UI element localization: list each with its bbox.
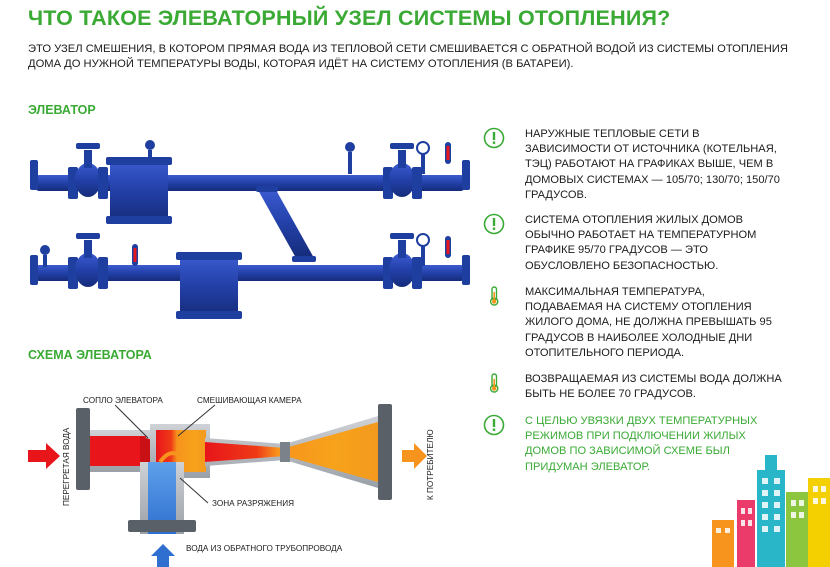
page-title: ЧТО ТАКОЕ ЭЛЕВАТОРНЫЙ УЗЕЛ СИСТЕМЫ ОТОПЛ… xyxy=(28,6,671,30)
note-text: ВОЗВРАЩАЕМАЯ ИЗ СИСТЕМЫ ВОДА ДОЛЖНА БЫТЬ… xyxy=(525,373,782,401)
note-text: МАКСИМАЛЬНАЯ ТЕМПЕРАТУРА, ПОДАВАЕМАЯ НА … xyxy=(525,286,772,359)
note-text: НАРУЖНЫЕ ТЕПЛОВЫЕ СЕТИ В ЗАВИСИМОСТИ ОТ … xyxy=(525,128,780,201)
exclamation-icon xyxy=(483,414,505,436)
vacuum-zone-label: ЗОНА РАЗРЯЖЕНИЯ xyxy=(212,499,295,508)
section-title-scheme: СХЕМА ЭЛЕВАТОРА xyxy=(28,348,152,362)
return-water-label: ВОДА ИЗ ОБРАТНОГО ТРУБОПРОВОДА xyxy=(186,544,343,553)
elevator-scheme-diagram xyxy=(28,404,427,567)
to-consumer-label: К ПОТРЕБИТЕЛЮ xyxy=(426,429,435,500)
elevator-pipeline-illustration xyxy=(30,140,470,319)
note-text: С ЦЕЛЬЮ УВЯЗКИ ДВУХ ТЕМПЕРАТУРНЫХ РЕЖИМО… xyxy=(525,415,758,473)
thermometer-icon xyxy=(489,373,499,393)
intro-text: ЭТО УЗЕЛ СМЕШЕНИЯ, В КОТОРОМ ПРЯМАЯ ВОДА… xyxy=(28,43,788,70)
note-text: СИСТЕМА ОТОПЛЕНИЯ ЖИЛЫХ ДОМОВ ОБЫЧНО РАБ… xyxy=(525,214,757,272)
superheated-water-label: ПЕРЕГРЕТАЯ ВОДА xyxy=(62,427,71,506)
mixing-chamber-label: СМЕШИВАЮЩАЯ КАМЕРА xyxy=(197,396,302,405)
hot-water-inlet-arrow xyxy=(28,443,60,469)
exclamation-icon xyxy=(483,127,505,149)
exclamation-icon xyxy=(483,213,505,235)
nozzle-label: СОПЛО ЭЛЕВАТОРА xyxy=(83,396,163,405)
city-buildings-illustration xyxy=(712,455,830,567)
thermometer-icon xyxy=(489,286,499,306)
return-water-arrow xyxy=(151,544,175,567)
outlet-arrow xyxy=(402,443,427,469)
section-title-elevator: ЭЛЕВАТОР xyxy=(28,103,96,117)
